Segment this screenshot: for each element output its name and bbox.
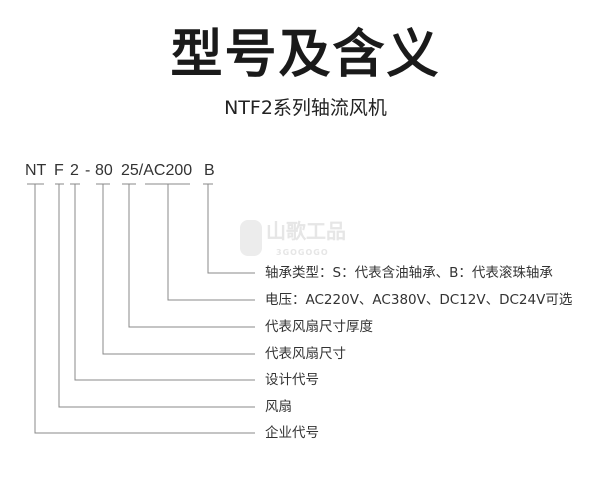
desc-bearing-type: 轴承类型：S：代表含油轴承、B：代表滚珠轴承	[265, 265, 553, 281]
desc-company-code: 企业代号	[265, 425, 319, 441]
code-2: 2	[70, 162, 79, 179]
page-title: 型号及含义	[170, 25, 441, 85]
code-nt: NT	[25, 162, 47, 179]
desc-fan-thickness: 代表风扇尺寸厚度	[265, 319, 373, 335]
desc-design-code: 设计代号	[265, 372, 319, 388]
code-dash: -	[85, 162, 91, 179]
page-subtitle: NTF2系列轴流风机	[224, 97, 387, 119]
desc-fan-size: 代表风扇尺寸	[265, 346, 346, 362]
desc-fan: 风扇	[265, 399, 292, 415]
code-25-ac200: 25/AC200	[121, 162, 193, 179]
desc-voltage: 电压：AC220V、AC380V、DC12V、DC24V可选	[265, 292, 573, 308]
code-80: 80	[95, 162, 113, 179]
watermark-subtext: 3GOGOGO	[276, 248, 329, 257]
code-b: B	[204, 162, 215, 179]
watermark-logo-icon	[240, 220, 262, 256]
watermark-text: 山歌工品	[266, 219, 346, 243]
code-f: F	[54, 162, 64, 179]
